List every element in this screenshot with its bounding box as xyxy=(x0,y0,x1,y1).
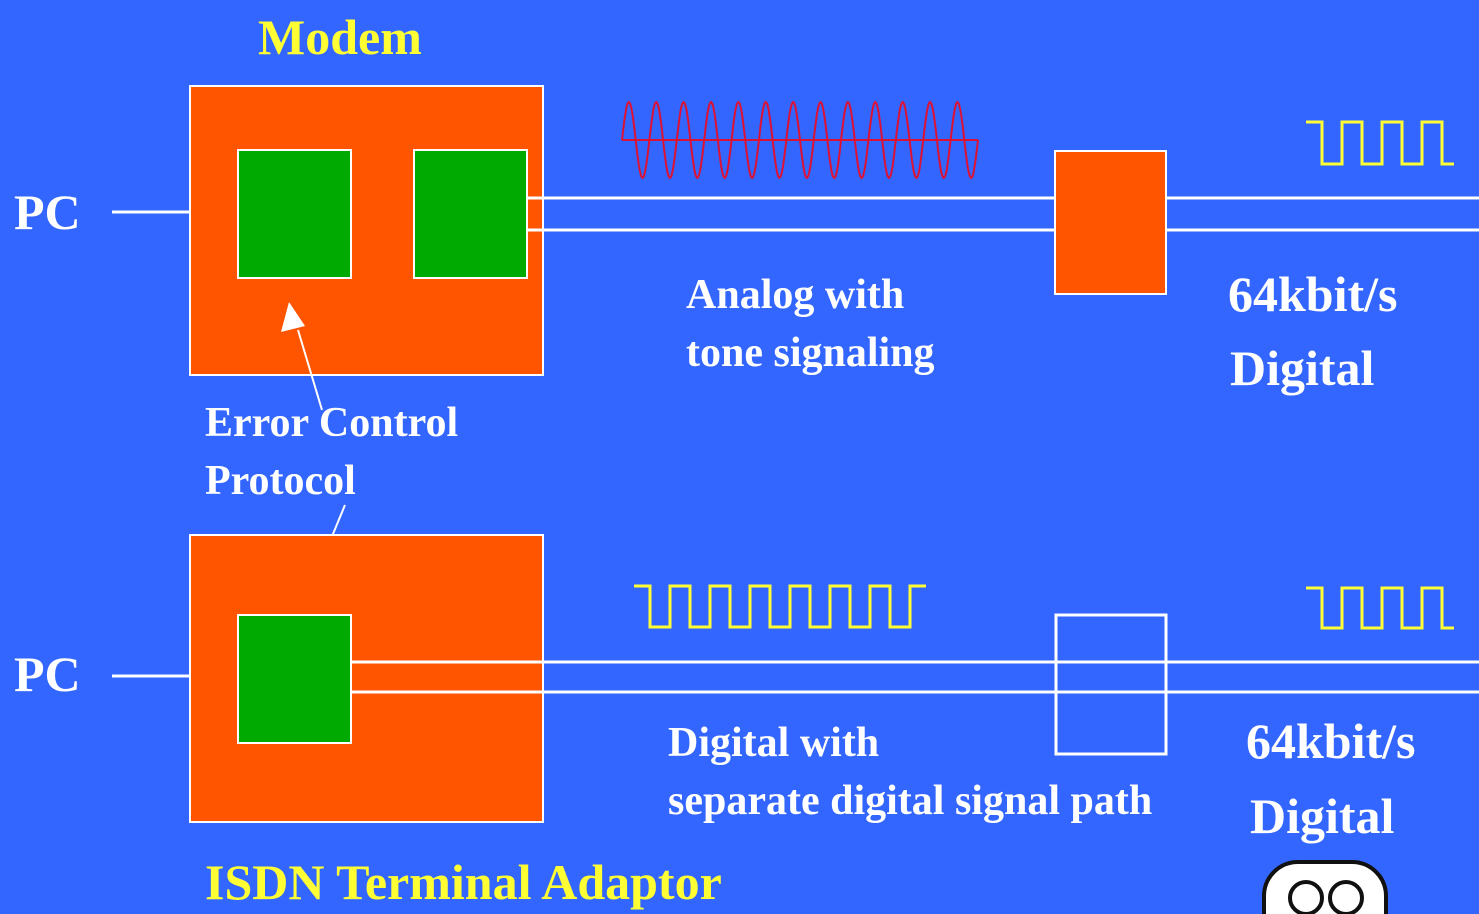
digital-caption-line2: separate digital signal path xyxy=(668,778,1153,824)
face-logo-icon xyxy=(1262,860,1388,914)
modem-title: Modem xyxy=(258,9,422,65)
digital-label-bottom: Digital xyxy=(1250,788,1395,844)
pc-label-top: PC xyxy=(14,184,81,240)
modem-line-interface-block xyxy=(413,149,528,279)
pc-label-bottom: PC xyxy=(14,646,81,702)
rate-label-bottom: 64kbit/s xyxy=(1246,713,1416,769)
exchange-box-bottom xyxy=(1054,613,1168,756)
modem-error-control-block xyxy=(237,149,352,279)
digital-line-top xyxy=(1166,196,1479,232)
isdn-ta-title: ISDN Terminal Adaptor xyxy=(205,854,722,910)
digital-caption-line1: Digital with xyxy=(668,720,880,766)
ta-error-control-block xyxy=(237,614,352,744)
square-wave-icon xyxy=(634,584,926,629)
digital-label-top: Digital xyxy=(1230,340,1375,396)
digital-line-bottom xyxy=(351,660,1479,694)
protocol-arrow-up xyxy=(281,302,323,411)
analog-caption-line1: Analog with xyxy=(686,272,905,318)
exchange-box-top xyxy=(1054,150,1167,295)
rate-label-top: 64kbit/s xyxy=(1228,266,1398,322)
square-wave-icon xyxy=(1306,586,1454,630)
square-wave-icon xyxy=(1306,120,1454,166)
protocol-label-line2: Protocol xyxy=(205,458,356,504)
analog-caption-line2: tone signaling xyxy=(686,330,935,376)
analog-line-top xyxy=(527,196,1055,232)
protocol-label-line1: Error Control xyxy=(205,400,459,446)
sine-wave-icon xyxy=(621,100,979,180)
